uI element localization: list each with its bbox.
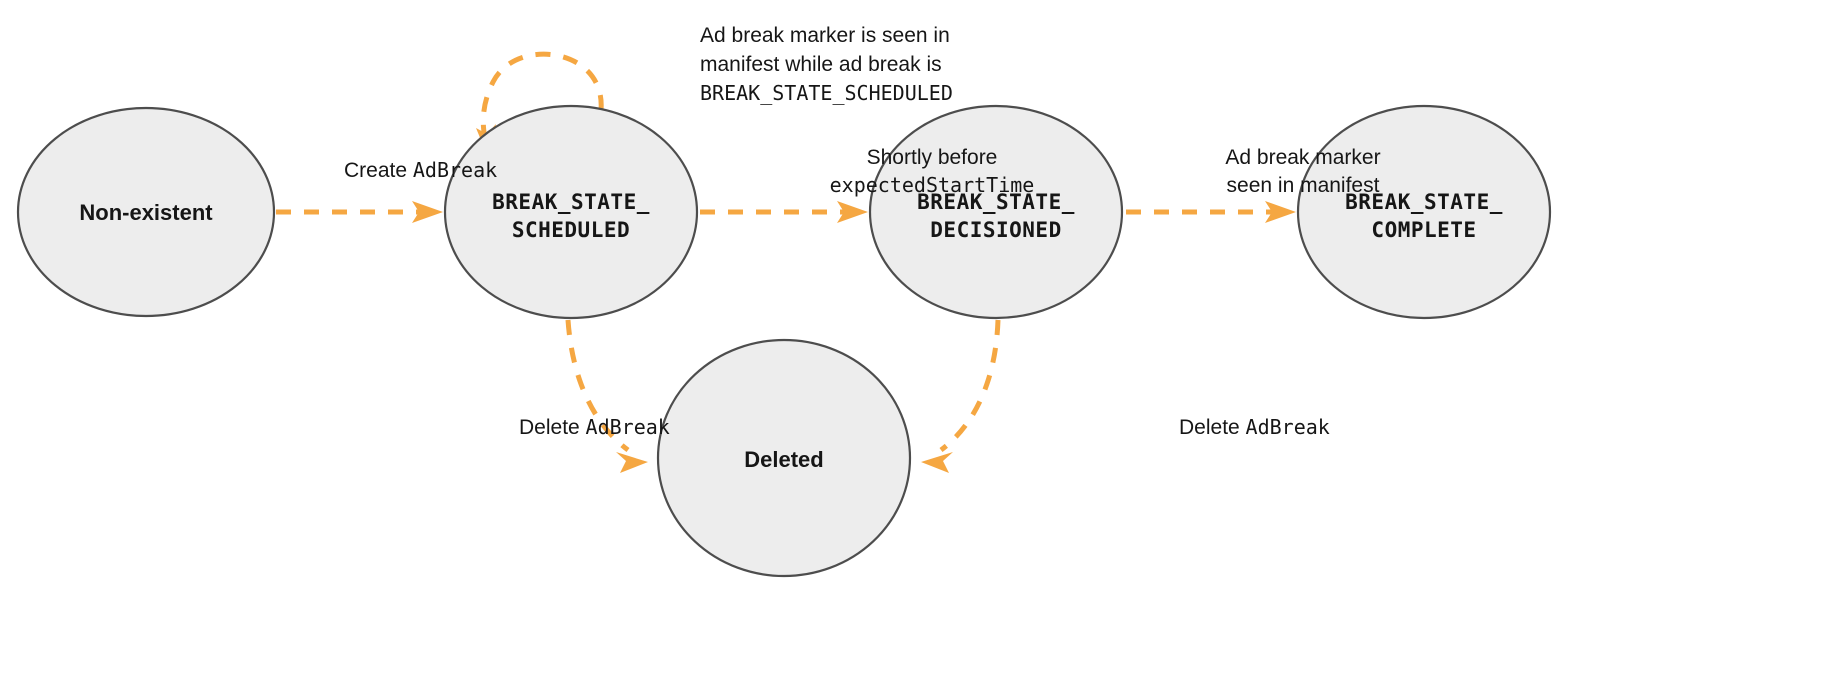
state-node-non-existent[interactable]: Non-existent <box>16 106 276 318</box>
edge-label-seg-text: Create <box>344 159 413 182</box>
edge-label-seg-code: AdBreak <box>413 158 497 182</box>
node-shape <box>868 104 1124 320</box>
edge-label-line-2: expectedStartTime <box>830 173 1035 197</box>
node-label: Deleted <box>744 447 823 472</box>
edge-label-line-1: Shortly before <box>867 146 998 169</box>
edge-label-marker-seen-scheduled-self-loop: Ad break marker is seen in manifest whil… <box>700 24 953 105</box>
edge-label-seg-text: Delete <box>519 416 586 439</box>
edge-label-delete-adbreak-from-scheduled: Delete AdBreak <box>519 415 670 439</box>
state-node-deleted[interactable]: Deleted <box>656 338 912 578</box>
edge-label-line-2: seen in manifest <box>1227 174 1380 197</box>
edge-label-line-2: manifest while ad break is <box>700 53 942 76</box>
node-label-line-2: COMPLETE <box>1371 218 1476 242</box>
edge-line <box>939 319 1001 453</box>
arrowhead-icon <box>921 452 953 473</box>
arrowhead-icon <box>616 452 648 473</box>
svg-text:Delete AdBreak: Delete AdBreak <box>1179 415 1330 439</box>
node-label-line-1: BREAK_STATE_ <box>917 190 1075 214</box>
node-shape <box>16 106 276 318</box>
edge-label-marker-seen-in-manifest: Ad break marker seen in manifest <box>1225 146 1380 197</box>
state-node-break-state-scheduled[interactable]: BREAK_STATE_ SCHEDULED <box>443 104 699 320</box>
edge-delete-adbreak-from-decisioned[interactable] <box>921 319 1001 473</box>
arrowhead-icon <box>837 201 868 223</box>
edge-delete-adbreak-from-scheduled[interactable] <box>565 319 648 473</box>
state-node-break-state-decisioned[interactable]: BREAK_STATE_ DECISIONED <box>868 104 1124 320</box>
svg-text:Create AdBreak: Create AdBreak <box>344 158 497 182</box>
edge-label-shortly-before-expected-start-time: Shortly before expectedStartTime <box>830 146 1035 197</box>
edge-shortly-before-expected-start-time[interactable] <box>700 201 868 223</box>
svg-text:Delete AdBreak: Delete AdBreak <box>519 415 670 439</box>
edge-label-delete-adbreak-from-decisioned: Delete AdBreak <box>1179 415 1330 439</box>
edge-label-line-1: Ad break marker <box>1225 146 1380 169</box>
edge-label-seg-code: AdBreak <box>1246 415 1330 439</box>
edge-create-adbreak[interactable] <box>276 201 443 223</box>
node-label-line-1: BREAK_STATE_ <box>492 190 650 214</box>
edge-label-seg-code: AdBreak <box>586 415 670 439</box>
edge-label-create-adbreak: Create AdBreak <box>344 158 497 182</box>
edge-line <box>480 51 604 141</box>
node-label-line-2: SCHEDULED <box>512 218 630 242</box>
node-shape <box>443 104 699 320</box>
node-label-line-1: BREAK_STATE_ <box>1345 190 1503 214</box>
edge-label-line-1: Ad break marker is seen in <box>700 24 950 47</box>
node-shape <box>656 338 912 578</box>
edge-label-seg-text: Delete <box>1179 416 1246 439</box>
arrowhead-icon <box>412 201 443 223</box>
edge-marker-seen-in-manifest[interactable] <box>1126 201 1296 223</box>
edge-label-line-3: BREAK_STATE_SCHEDULED <box>700 81 953 105</box>
arrowhead-icon <box>1265 201 1296 223</box>
node-label-line-2: DECISIONED <box>930 218 1061 242</box>
node-shape <box>1296 104 1552 320</box>
state-node-break-state-complete[interactable]: BREAK_STATE_ COMPLETE <box>1296 104 1552 320</box>
node-label: Non-existent <box>79 200 213 225</box>
